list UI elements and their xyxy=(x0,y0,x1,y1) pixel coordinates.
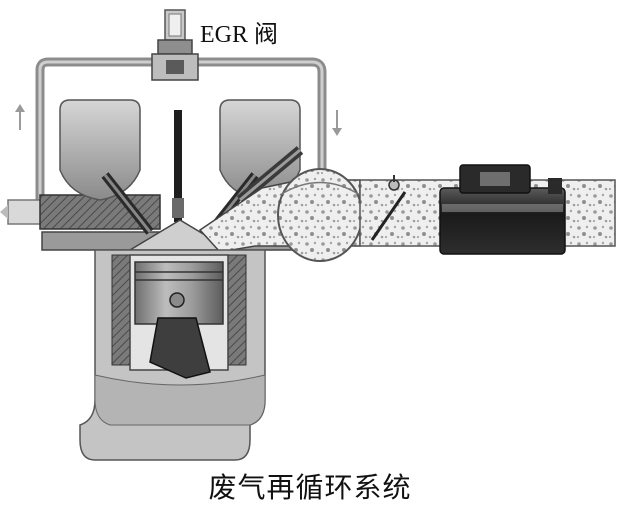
flow-arrow-left-icon xyxy=(15,104,25,130)
egr-valve-icon xyxy=(152,10,198,80)
flow-arrow-right-icon xyxy=(332,110,342,136)
diagram-caption: 废气再循环系统 xyxy=(0,466,620,506)
air-flow-meter-icon xyxy=(440,165,565,254)
egr-valve-label: EGR 阀 xyxy=(200,14,278,49)
